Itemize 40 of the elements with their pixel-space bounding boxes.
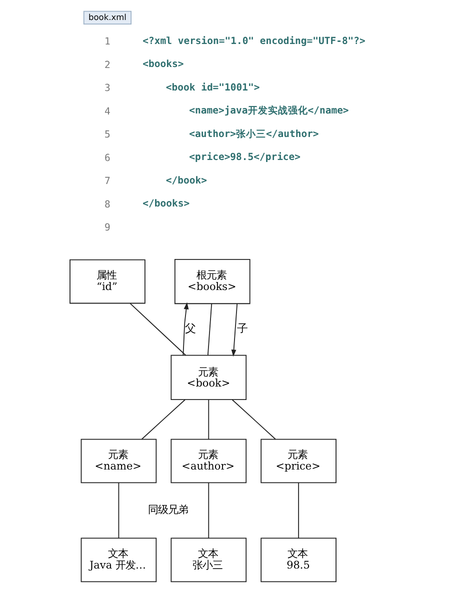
- connector: [208, 399, 209, 440]
- connector: [208, 482, 209, 539]
- connector: [206, 303, 212, 356]
- connector: [118, 482, 119, 539]
- label: <author>张小三</author>: [188, 128, 318, 140]
- label: 同级兄弟: [148, 504, 188, 516]
- label: 4: [104, 106, 110, 118]
- node-box: 文本 张小三: [170, 538, 246, 582]
- label: book.xml: [88, 12, 126, 22]
- node-box: 元素 <author>: [170, 438, 246, 484]
- label: 1: [104, 36, 110, 48]
- label: 6: [104, 152, 110, 164]
- edge-label: 子: [236, 322, 248, 336]
- label: </books>: [142, 198, 190, 210]
- connector: [231, 399, 276, 440]
- node-box: 文本 Java 开发…: [80, 538, 156, 582]
- label: 7: [104, 176, 110, 188]
- node-box: 文本 98.5: [260, 538, 336, 582]
- label: </book>: [165, 175, 206, 186]
- label: 2: [104, 60, 110, 71]
- label: 3: [104, 83, 110, 94]
- node-box: 元素 <price>: [260, 438, 336, 484]
- arrow: [182, 302, 188, 356]
- connector: [140, 399, 185, 440]
- node-box: 元素 <book>: [170, 354, 246, 400]
- node-box: 根元素 <books>: [174, 258, 250, 304]
- label: <books>: [142, 59, 184, 70]
- label: 5: [104, 130, 110, 141]
- label: <price>98.5</price>: [188, 152, 300, 164]
- label: <book id="1001">: [165, 82, 260, 94]
- label: <?xml version="1.0" encoding="UTF-8"?>: [142, 36, 365, 47]
- connector: [129, 303, 186, 356]
- label: 8: [104, 199, 110, 210]
- label: 9: [104, 222, 110, 234]
- connector: [298, 482, 299, 539]
- arrow: [230, 303, 238, 357]
- edge-label: 父: [184, 322, 196, 336]
- label: <name>java开发实战强化</name>: [188, 106, 348, 117]
- node-box: 属性 “id”: [69, 259, 145, 304]
- node-box: 元素 <name>: [80, 438, 156, 484]
